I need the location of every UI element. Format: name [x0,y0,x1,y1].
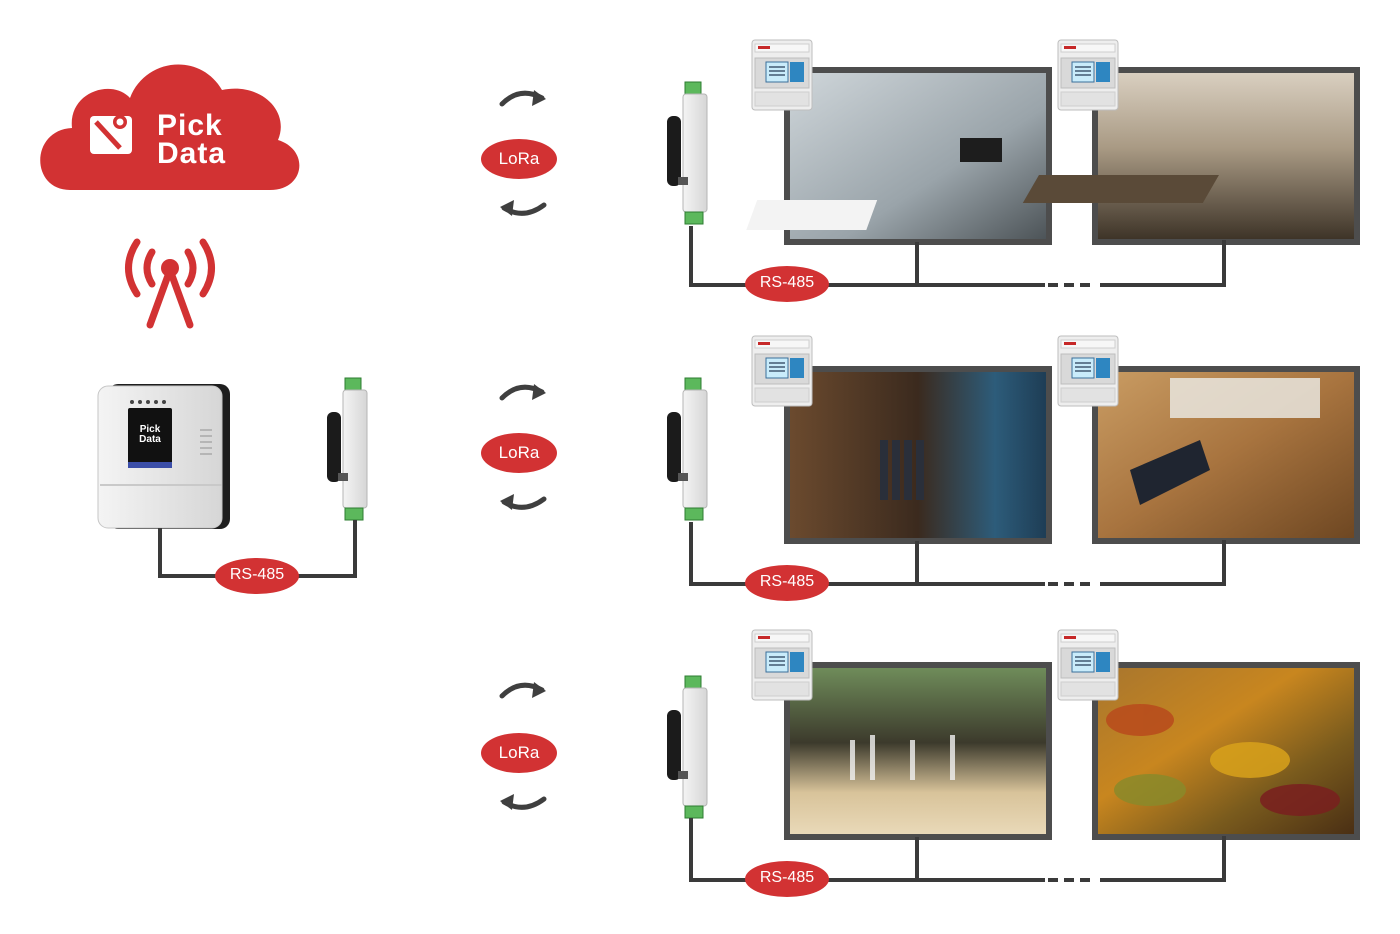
brand-line-1: Pick [157,112,257,140]
lora-label: LoRa [481,743,557,763]
rs485-lora-converter [327,378,367,520]
remote-converter [667,676,707,818]
gateway-device-icon [98,384,230,529]
rs485-label: RS-485 [745,573,829,591]
energy-meter-icon [752,336,812,406]
lora-label: LoRa [481,443,557,463]
gateway-screen-logo: Pick Data [128,425,172,445]
restaurant-table-photo [790,668,1046,834]
brand-line-2: Data [157,140,257,168]
remote-converter [667,82,707,224]
gateway-screen-line-2: Data [128,435,172,445]
row-2 [481,336,1357,601]
remote-converter [667,378,707,520]
conference-room-photo [1098,73,1354,239]
energy-meter-icon [1058,40,1118,110]
energy-meter-icon [1058,336,1118,406]
rs485-label: RS-485 [745,274,829,292]
brand-logo-text: Pick Data [157,112,257,168]
rs485-label: RS-485 [745,869,829,887]
radio-antenna-icon [129,242,212,325]
energy-meter-icon [752,630,812,700]
lora-label: LoRa [481,149,557,169]
energy-meter-icon [752,40,812,110]
row-1 [481,40,1357,302]
row-3 [481,630,1357,897]
rs485-label: RS-485 [215,566,299,584]
energy-meter-icon [1058,630,1118,700]
